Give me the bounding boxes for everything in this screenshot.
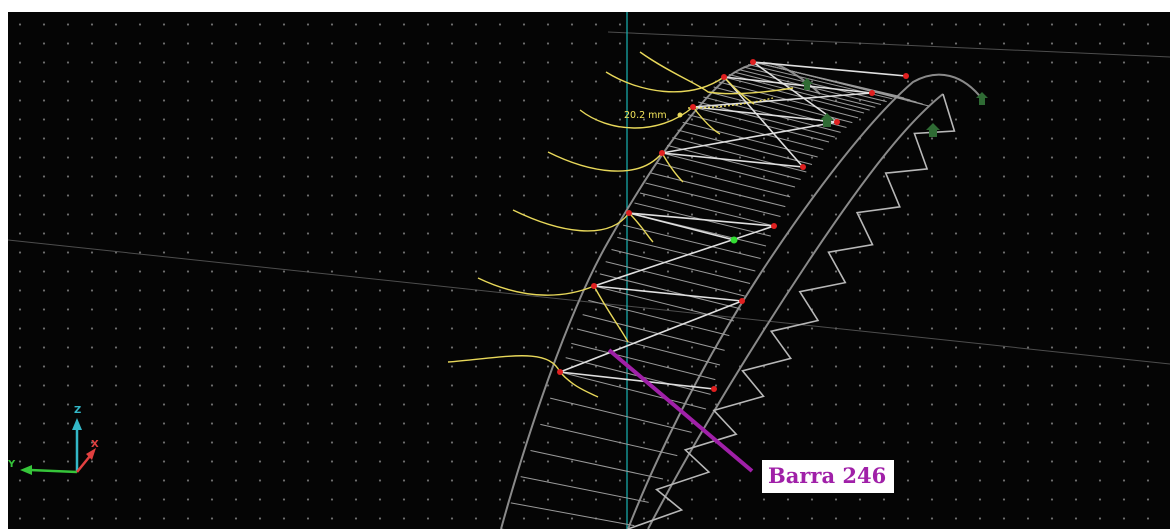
structure-model[interactable] [8, 12, 1170, 529]
bar-callout-label: Barra 246 [762, 460, 895, 493]
web-member [677, 129, 813, 165]
web-member [645, 182, 781, 217]
axis-triad [20, 418, 96, 475]
web-member [682, 121, 818, 158]
web-member [661, 152, 796, 188]
reference-grid-lines [8, 31, 1170, 365]
web-member [520, 476, 649, 503]
web-member [550, 397, 692, 433]
callout-leader-line [607, 348, 754, 473]
web-member [588, 299, 730, 337]
web-member [639, 192, 776, 227]
web-member [687, 114, 824, 150]
web-member [672, 137, 807, 173]
supports [801, 78, 988, 137]
web-member [599, 273, 740, 309]
web-member [593, 285, 735, 322]
dimension-label: 20.2 mm [624, 110, 667, 121]
web-member [617, 236, 756, 272]
web-member [576, 328, 721, 366]
web-member [698, 101, 835, 138]
web-member [611, 249, 751, 284]
truss-bracing [627, 93, 956, 529]
axis-y-label: Y [8, 459, 16, 470]
web-member [656, 162, 791, 198]
web-member [650, 172, 786, 208]
web-verticals [501, 61, 929, 529]
outer-chord[interactable] [500, 62, 984, 529]
load-diagram [447, 51, 794, 398]
3d-viewport[interactable]: 20.2 mm Barra 246 Z Y X [8, 12, 1170, 529]
web-member [623, 224, 761, 259]
web-member [530, 450, 664, 480]
selected-node[interactable] [730, 236, 738, 244]
structure-nodes[interactable] [557, 59, 909, 392]
dimension-marker [677, 112, 683, 118]
axis-z-label: Z [74, 405, 82, 416]
web-member [540, 423, 678, 457]
web-member [605, 261, 745, 297]
web-member [510, 502, 635, 527]
web-member [571, 342, 716, 381]
web-member [692, 106, 830, 143]
web-member [582, 314, 725, 351]
web-member [782, 68, 929, 107]
axis-x-label: X [91, 439, 99, 450]
zigzag-bracing [627, 93, 956, 529]
web-member [723, 76, 865, 114]
web-member [667, 144, 801, 180]
transverse-bars[interactable] [559, 61, 907, 390]
web-member [559, 371, 707, 410]
